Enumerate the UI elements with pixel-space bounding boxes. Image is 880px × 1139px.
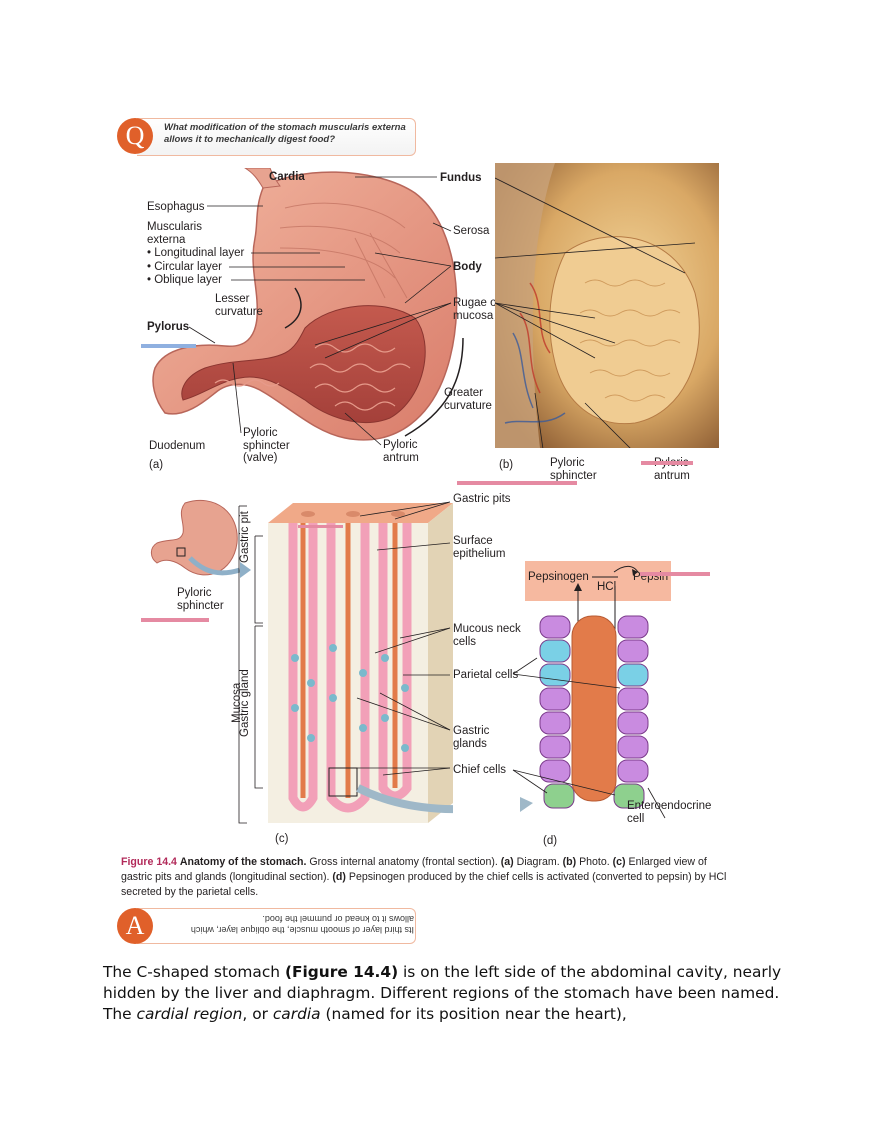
caption-text-4: Enlarged view of gastric pits and glands…: [121, 856, 707, 883]
label-lesser-curvature: Lesser curvature: [215, 293, 263, 318]
highlight-gastric-pits: [298, 525, 343, 528]
label-duodenum: Duodenum: [149, 440, 206, 452]
panel-d-leader-lines: [512, 657, 621, 796]
label-greater-curvature: Greater curvature: [444, 387, 492, 412]
label-surface-epithelium: Surface epithelium: [453, 535, 506, 560]
stomach-photo: [495, 163, 719, 448]
label-pepsinogen: Pepsinogen: [528, 571, 589, 583]
caption-figure-number: Figure 14.4: [121, 856, 177, 868]
question-text: What modification of the stomach muscula…: [164, 122, 406, 145]
caption-b: (b): [562, 856, 577, 868]
label-esophagus: Esophagus: [147, 201, 205, 213]
glands: [288, 523, 412, 813]
label-oblique-layer: • Oblique layer: [147, 274, 222, 286]
stomach-thumbnail: [150, 499, 251, 578]
answer-box: [137, 908, 416, 944]
stomach-mucosa: [181, 305, 426, 423]
muscle-layers: [279, 202, 408, 299]
label-pylorus: Pylorus: [147, 321, 190, 333]
body-paragraph: The C-shaped stomach (Figure 14.4) is on…: [103, 962, 783, 1025]
caption-text-3: Photo.: [576, 856, 613, 868]
label-pyloric-antrum-a: Pyloric antrum: [383, 439, 419, 464]
label-pyloric-sphincter-c: Pyloric sphincter: [177, 587, 224, 612]
panel-c-tag: (c): [275, 833, 289, 845]
highlight-pyloric-sphincter-c: [141, 618, 209, 622]
label-fundus: Fundus: [440, 172, 482, 184]
highlight-pepsin: [640, 572, 710, 576]
label-longitudinal-layer: • Longitudinal layer: [147, 247, 245, 259]
caption-a: (a): [500, 856, 514, 868]
pepsin-box: [525, 561, 671, 601]
label-circular-layer: • Circular layer: [147, 261, 222, 273]
label-pyloric-antrum-b: Pyloric antrum: [654, 457, 690, 482]
label-serosa: Serosa: [453, 225, 490, 237]
panel-a-tag: (a): [149, 459, 164, 471]
panel-a-leader-lines: [188, 176, 452, 446]
rugae-folds: [214, 343, 411, 411]
label-pyloric-sphincter-a: Pyloric sphincter (valve): [243, 427, 290, 464]
caption-text-2: Diagram.: [513, 856, 563, 868]
panel-b-tag: (b): [499, 459, 514, 471]
label-body: Body: [453, 261, 482, 273]
label-hcl: HCl: [597, 581, 617, 593]
question-badge: Q: [117, 118, 153, 154]
label-cardia: Cardia: [269, 171, 305, 183]
label-enteroendocrine-cell: Enteroendocrine cell: [627, 800, 712, 825]
panel-c-leader-lines: [355, 501, 533, 812]
body-figure-ref: (Figure 14.4): [284, 963, 399, 981]
answer-text: Its third layer of smooth muscle, the ob…: [190, 914, 414, 935]
figure-caption: Figure 14.4 Anatomy of the stomach. Gros…: [121, 855, 729, 900]
highlight-pyloric-sphincter-b: [457, 481, 577, 485]
cell-stack-left: [539, 615, 575, 809]
caption-text-5: Pepsinogen produced by the chief cells i…: [121, 871, 727, 898]
label-gastric-pits: Gastric pits: [453, 493, 511, 505]
caption-d: (d): [332, 871, 346, 883]
body-text-3: , or: [242, 1005, 273, 1023]
body-italic-cardial-region: cardial region: [136, 1005, 243, 1023]
label-gastric-glands: Gastric glands: [453, 725, 490, 750]
body-text-1: The C-shaped stomach: [103, 963, 285, 981]
label-mucous-neck-cells: Mucous neck cells: [453, 623, 521, 648]
label-parietal-cells: Parietal cells: [453, 669, 519, 681]
label-pyloric-sphincter-b: Pyloric sphincter: [550, 457, 597, 482]
gland-cell-diagram: [539, 565, 666, 819]
greater-curvature-arrow: [404, 337, 464, 437]
body-text-4: (named for its position near the heart),: [320, 1005, 627, 1023]
body-text-2: is on the left side of the abdominal cav…: [103, 963, 782, 1023]
caption-text-1: Gross internal anatomy (frontal section)…: [306, 856, 501, 868]
highlight-pylorus: [141, 344, 196, 348]
panel-d-tag: (d): [543, 835, 558, 847]
caption-c: (c): [612, 856, 626, 868]
question-box: [137, 118, 416, 156]
parietal-cell-dots: [291, 644, 409, 752]
figure-14-4: Q What modification of the stomach muscu…: [115, 113, 733, 951]
cell-stack-right: [613, 615, 649, 809]
answer-badge: A: [117, 908, 153, 944]
highlight-pyloric-antrum-b: [641, 461, 693, 465]
esophagus: [244, 168, 281, 189]
label-chief-cells: Chief cells: [453, 764, 507, 776]
gastric-gland-block: [238, 503, 453, 824]
body-italic-cardia: cardia: [272, 1005, 321, 1023]
lesser-curvature-arrow: [284, 287, 302, 329]
label-rugae: Rugae of mucosa: [453, 297, 500, 322]
panel-b-leader-lines: [495, 177, 696, 448]
caption-title: Anatomy of the stomach.: [179, 856, 307, 868]
label-muscularis-externa: Muscularis externa: [147, 221, 202, 246]
stomach-diagram: [152, 168, 464, 441]
